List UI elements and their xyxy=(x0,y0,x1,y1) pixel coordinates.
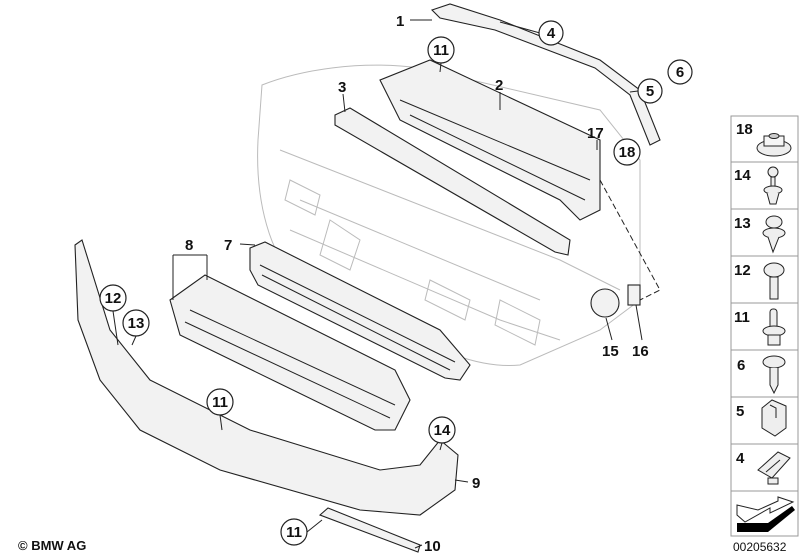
legend-item-5[interactable]: 5 xyxy=(730,396,799,445)
legend-item-12[interactable]: 12 xyxy=(730,255,799,304)
svg-text:6: 6 xyxy=(676,64,684,81)
part-3-reinforcement[interactable] xyxy=(334,107,571,256)
svg-text:12: 12 xyxy=(734,262,751,279)
svg-text:11: 11 xyxy=(286,524,302,541)
spring-clip-icon xyxy=(757,451,791,485)
self-tapping-screw-icon xyxy=(762,355,786,395)
part-16-bracket[interactable] xyxy=(627,284,641,306)
legend-item-14[interactable]: 14 xyxy=(730,161,799,210)
leader-lines xyxy=(112,19,661,549)
callout-5: 5 xyxy=(637,78,663,104)
callout-17: 17 xyxy=(587,125,604,142)
callout-11-bottom: 11 xyxy=(280,518,308,546)
direction-arrow-icon xyxy=(730,490,799,537)
callout-15: 15 xyxy=(602,343,619,360)
svg-text:12: 12 xyxy=(105,290,122,307)
callout-12: 12 xyxy=(99,284,127,312)
legend-item-11[interactable]: 11 xyxy=(730,302,799,351)
legend-item-6[interactable]: 6 xyxy=(730,349,799,398)
part-15-emblem[interactable] xyxy=(590,288,620,318)
callout-3: 3 xyxy=(338,79,346,96)
svg-text:18: 18 xyxy=(736,121,753,138)
callout-11-top: 11 xyxy=(427,36,455,64)
svg-text:14: 14 xyxy=(734,167,751,184)
fastener-legend-panel: 18 14 13 12 11 6 5 4 xyxy=(730,115,799,537)
callout-14: 14 xyxy=(428,416,456,444)
part-10-bracket[interactable] xyxy=(318,507,421,553)
legend-item-18[interactable]: 18 xyxy=(730,115,799,163)
callout-7: 7 xyxy=(224,237,232,254)
svg-text:4: 4 xyxy=(736,450,745,467)
callout-8: 8 xyxy=(185,237,193,254)
document-id: 00205632 xyxy=(733,540,787,554)
svg-text:5: 5 xyxy=(646,83,654,100)
callout-2: 2 xyxy=(495,77,503,94)
callout-10: 10 xyxy=(424,538,441,555)
callout-13: 13 xyxy=(122,309,150,337)
svg-text:11: 11 xyxy=(734,309,750,326)
part-8-grille[interactable] xyxy=(169,274,411,431)
legend-item-4[interactable]: 4 xyxy=(730,443,799,492)
part-1-trim-strip[interactable] xyxy=(430,3,661,146)
clip-pin-icon xyxy=(762,308,786,346)
part-7-grille[interactable] xyxy=(249,241,471,381)
flange-nut-icon xyxy=(756,133,792,157)
callout-18: 18 xyxy=(613,138,641,166)
callout-16: 16 xyxy=(632,343,649,360)
svg-text:11: 11 xyxy=(212,394,228,411)
svg-text:13: 13 xyxy=(734,215,751,232)
callout-1: 1 xyxy=(396,13,404,30)
svg-text:13: 13 xyxy=(128,315,145,332)
legend-item-13[interactable]: 13 xyxy=(730,208,799,257)
part-2-carrier[interactable] xyxy=(379,59,601,221)
svg-text:5: 5 xyxy=(736,403,744,420)
callout-4: 4 xyxy=(538,20,564,46)
callout-9: 9 xyxy=(472,475,480,492)
copyright: © BMW AG xyxy=(18,538,87,553)
svg-text:11: 11 xyxy=(433,42,449,59)
svg-text:18: 18 xyxy=(619,144,636,161)
svg-text:4: 4 xyxy=(547,25,556,42)
callout-11-mid: 11 xyxy=(206,388,234,416)
svg-text:14: 14 xyxy=(434,422,451,439)
clip-nut-icon xyxy=(761,399,787,437)
expanding-rivet-icon xyxy=(763,166,783,205)
svg-text:6: 6 xyxy=(737,357,745,374)
push-clip-icon xyxy=(762,215,786,254)
part-9-spoiler[interactable] xyxy=(74,239,459,516)
callout-6: 6 xyxy=(667,59,693,85)
bolt-icon xyxy=(763,262,785,300)
